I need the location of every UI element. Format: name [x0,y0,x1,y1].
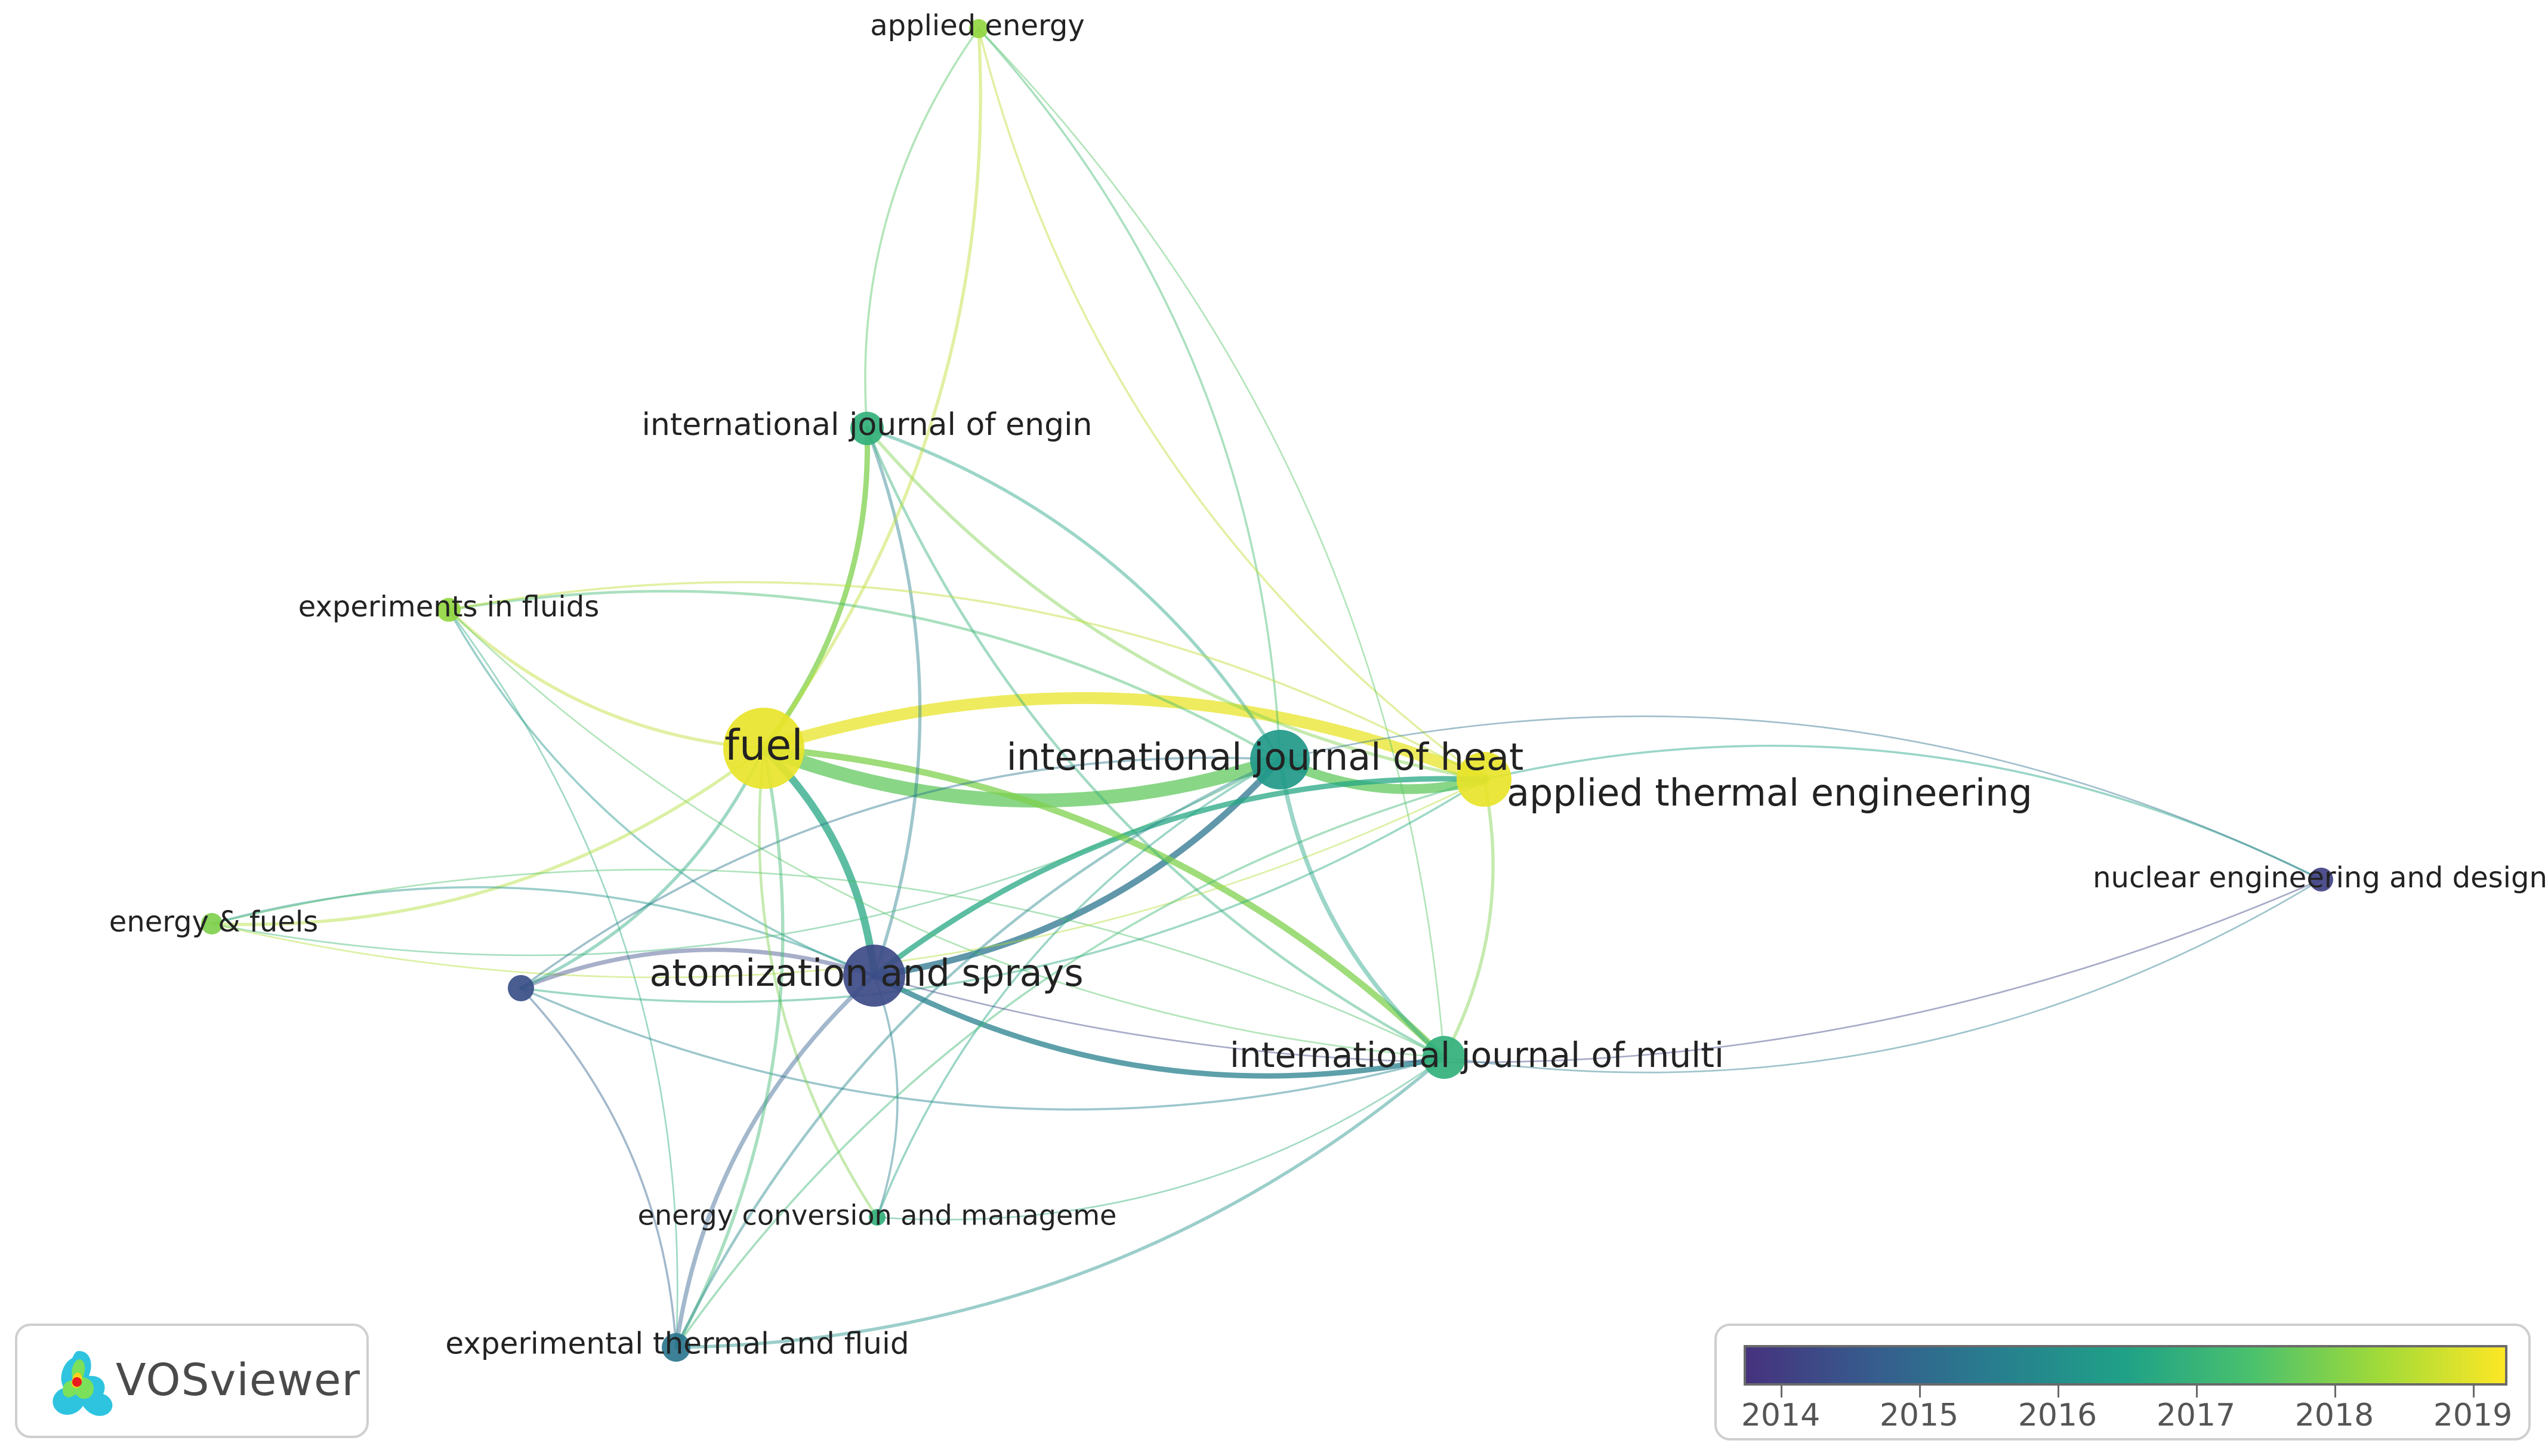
node-label-heat[interactable]: international journal of heat [1007,735,1524,779]
link-heat-multi [1278,757,1446,1060]
node-label-ecm[interactable]: energy conversion and manageme [638,1199,1117,1232]
link-fuel-engin [761,425,870,751]
link-unl-heat [520,757,1281,989]
link-engin-heat [865,427,1282,761]
legend-tick-label: 2015 [1879,1398,1959,1433]
logo-text: VOSviewer [116,1355,360,1406]
legend-tick [2334,1386,2336,1398]
legend-tick-label: 2014 [1741,1398,1821,1433]
node-unl[interactable] [508,975,534,1001]
legend-tick [1919,1386,1921,1398]
legend-tick [2057,1386,2059,1398]
link-atom-multi [871,973,1447,1079]
vosviewer-logo-icon [53,1351,113,1416]
link-appen-heat [977,27,1281,761]
node-label-etf[interactable]: experimental thermal and fluid [445,1327,909,1361]
legend-tick [1781,1386,1782,1398]
link-etf-atom [674,973,877,1350]
legend-tick [2196,1386,2198,1398]
node-fuel[interactable] [723,708,804,789]
node-expfl[interactable] [437,598,461,622]
link-ecm-fuel [758,746,879,1219]
link-expfl-fuel [447,608,766,750]
node-multi[interactable] [1423,1036,1466,1079]
link-expfl-etf [448,609,678,1349]
node-engin[interactable] [850,412,884,445]
link-nucl-atom [873,878,2322,1063]
link-nucl-ate [1483,744,2322,881]
vosviewer-logo: VOSviewer [15,1324,369,1438]
link-enfu-heat [211,758,1281,957]
link-appen-multi [977,27,1445,1059]
link-unl-fuel [519,746,766,990]
link-expfl-atom [448,609,875,977]
labels-layer: fuel atomization and sprays international … [109,9,2547,1361]
links-layer [210,27,2322,1350]
link-nucl-multi [1443,878,2322,1074]
link-enfu-atom [211,886,875,977]
link-expfl-heat [447,590,1282,761]
link-expfl-multi [448,609,1445,1059]
legend-gradient-bar [1744,1345,2507,1386]
node-etf[interactable] [662,1333,690,1362]
link-atom-ate [871,776,1487,979]
node-label-fuel[interactable]: fuel [724,721,803,770]
link-engin-ate [865,427,1486,781]
legend-tick-label: 2016 [2018,1398,2097,1433]
node-nucl[interactable] [2309,868,2333,892]
link-appen-engin [864,27,980,430]
node-label-nucl[interactable]: nuclear engineering and design [2093,861,2547,894]
link-ecm-multi [876,1056,1445,1221]
legend-tick [2473,1386,2475,1398]
node-label-enfu[interactable]: energy & fuels [109,905,318,939]
color-legend: 2014 2015 2016 2017 2018 2019 [1714,1324,2531,1440]
link-fuel-ate [758,692,1490,785]
link-etf-multi [674,1056,1446,1349]
link-ate-multi [1442,778,1495,1059]
node-label-multi[interactable]: international journal of multi [1230,1035,1724,1075]
node-heat[interactable] [1250,730,1310,789]
link-ecm-heat [876,758,1281,1219]
link-engin-multi [865,427,1446,1059]
link-appen-fuel [762,27,982,750]
node-enfu[interactable] [201,913,223,934]
node-ate[interactable] [1457,752,1511,807]
legend-tick-label: 2018 [2294,1398,2374,1433]
link-enfu-multi [211,868,1445,1059]
node-label-appen[interactable]: applied energy [870,9,1085,42]
node-label-expfl[interactable]: experiments in fluids [298,590,599,624]
link-etf-ate [675,778,1485,1349]
node-atom[interactable] [843,945,905,1007]
nodes-layer [201,19,2333,1362]
node-ecm[interactable] [869,1209,886,1226]
link-expfl-ate [448,581,1485,781]
link-unl-etf [520,987,677,1349]
legend-tick-label: 2019 [2433,1398,2513,1433]
link-engin-atom [865,427,922,977]
node-appen[interactable] [969,19,988,38]
link-atom-heat [871,756,1284,979]
link-nucl-heat [1279,715,2322,881]
link-unl-multi [520,987,1445,1111]
link-enfu-fuel [210,746,766,926]
node-label-engin[interactable]: international journal of engin [641,407,1092,443]
link-ecm-atom [873,974,899,1219]
link-etf-fuel [674,746,785,1349]
link-unl-atom [519,948,877,991]
link-appen-ate [977,27,1485,781]
legend-tick-label: 2017 [2156,1398,2236,1433]
link-unl-ate [520,778,1485,1003]
node-label-atom[interactable]: atomization and sprays [649,951,1083,995]
node-label-ate[interactable]: applied thermal engineering [1507,771,2032,815]
link-fuel-multi [760,745,1448,1061]
link-etf-heat [674,758,1282,1349]
